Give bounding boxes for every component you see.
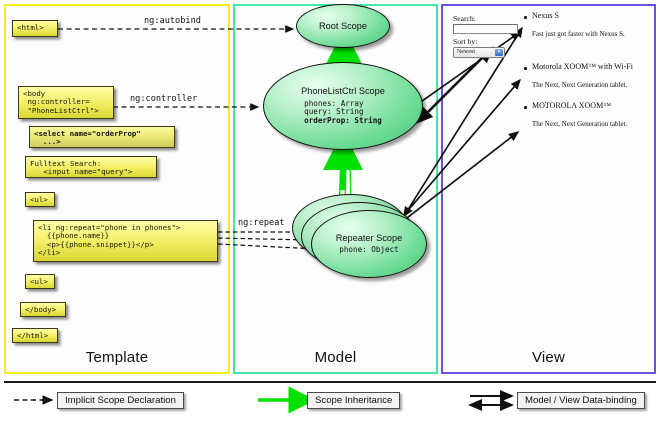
scope-root: Root Scope (296, 4, 390, 48)
code-box-select: <select name="orderProp" ...> (29, 126, 175, 148)
view-phone-name-0: Nexus S (532, 11, 559, 20)
code-box-ul-close: <ul> (25, 274, 55, 289)
list-bullet (524, 106, 527, 109)
scope-prop-orderprop: orderProp: String (304, 116, 382, 125)
view-sort-label: Sort by: (453, 37, 478, 46)
scope-prop-phone: phone: Object (339, 245, 399, 255)
view-phone-snippet-2: The Next, Next Generation tablet. (532, 120, 628, 128)
code-box-ul-open: <ul> (25, 192, 55, 207)
legend-item-scope-inheritance: Scope Inheritance (307, 392, 401, 409)
panel-template-label: Template (85, 349, 149, 366)
panel-model: Model (233, 4, 438, 374)
connector-label-ng-autobind: ng:autobind (144, 16, 201, 26)
scope-repeater: Repeater Scope phone: Object (311, 210, 427, 278)
scope-phonelistctrl-title: PhoneListCtrl Scope (301, 86, 385, 97)
view-sort-select[interactable]: Newest ▾ (453, 47, 505, 58)
legend-item-implicit-scope-declaration: Implicit Scope Declaration (57, 392, 184, 409)
code-box-html-open: <html> (12, 20, 58, 37)
scope-prop-query: query: String (304, 107, 364, 117)
code-box-li-repeat: <li ng:repeat="phone in phones"> {{phone… (33, 220, 218, 262)
legend-arrow-databinding (468, 390, 514, 411)
code-box-html-close: </html> (12, 328, 58, 343)
view-phone-snippet-0: Fast just got faster with Nexus S. (532, 30, 625, 38)
view-search-input[interactable] (453, 24, 518, 34)
connector-label-ng-repeat: ng:repeat (238, 218, 285, 228)
code-box-body-close: </body> (20, 302, 66, 317)
legend-item-model-view-data-binding: Model / View Data-binding (517, 392, 645, 409)
scope-phonelistctrl-props: phones: Array query: String orderProp: S… (304, 98, 382, 126)
panel-view: View (441, 4, 656, 374)
connector-label-ng-controller: ng:controller (130, 94, 198, 104)
view-phone-name-1: Motorola XOOM™ with Wi-Fi (532, 62, 633, 71)
view-search-label: Search: (453, 14, 476, 23)
list-bullet (524, 16, 527, 19)
code-box-fulltext-search: Fulltext Search: <input name="query"> (25, 156, 157, 178)
view-phone-name-2: MOTOROLA XOOM™ (532, 101, 612, 110)
scope-repeater-title: Repeater Scope (335, 233, 403, 243)
panel-template: Template (4, 4, 230, 374)
panel-view-label: View (531, 349, 566, 366)
view-sort-select-value: Newest (457, 49, 475, 55)
view-phone-snippet-1: The Next, Next Generation tablet. (532, 81, 628, 89)
legend-separator (4, 381, 656, 383)
list-bullet (524, 67, 527, 70)
scope-repeater-props: phone: Object (339, 246, 398, 255)
scope-phonelistctrl: PhoneListCtrl Scope phones: Array query:… (263, 62, 423, 150)
code-box-body-open: <body ng:controller= "PhoneListCtrl"> (18, 86, 114, 119)
chevron-down-icon: ▾ (495, 49, 503, 56)
panel-model-label: Model (314, 349, 357, 366)
scope-root-title: Root Scope (318, 20, 367, 31)
scope-prop-phones: phones: Array (304, 98, 364, 108)
